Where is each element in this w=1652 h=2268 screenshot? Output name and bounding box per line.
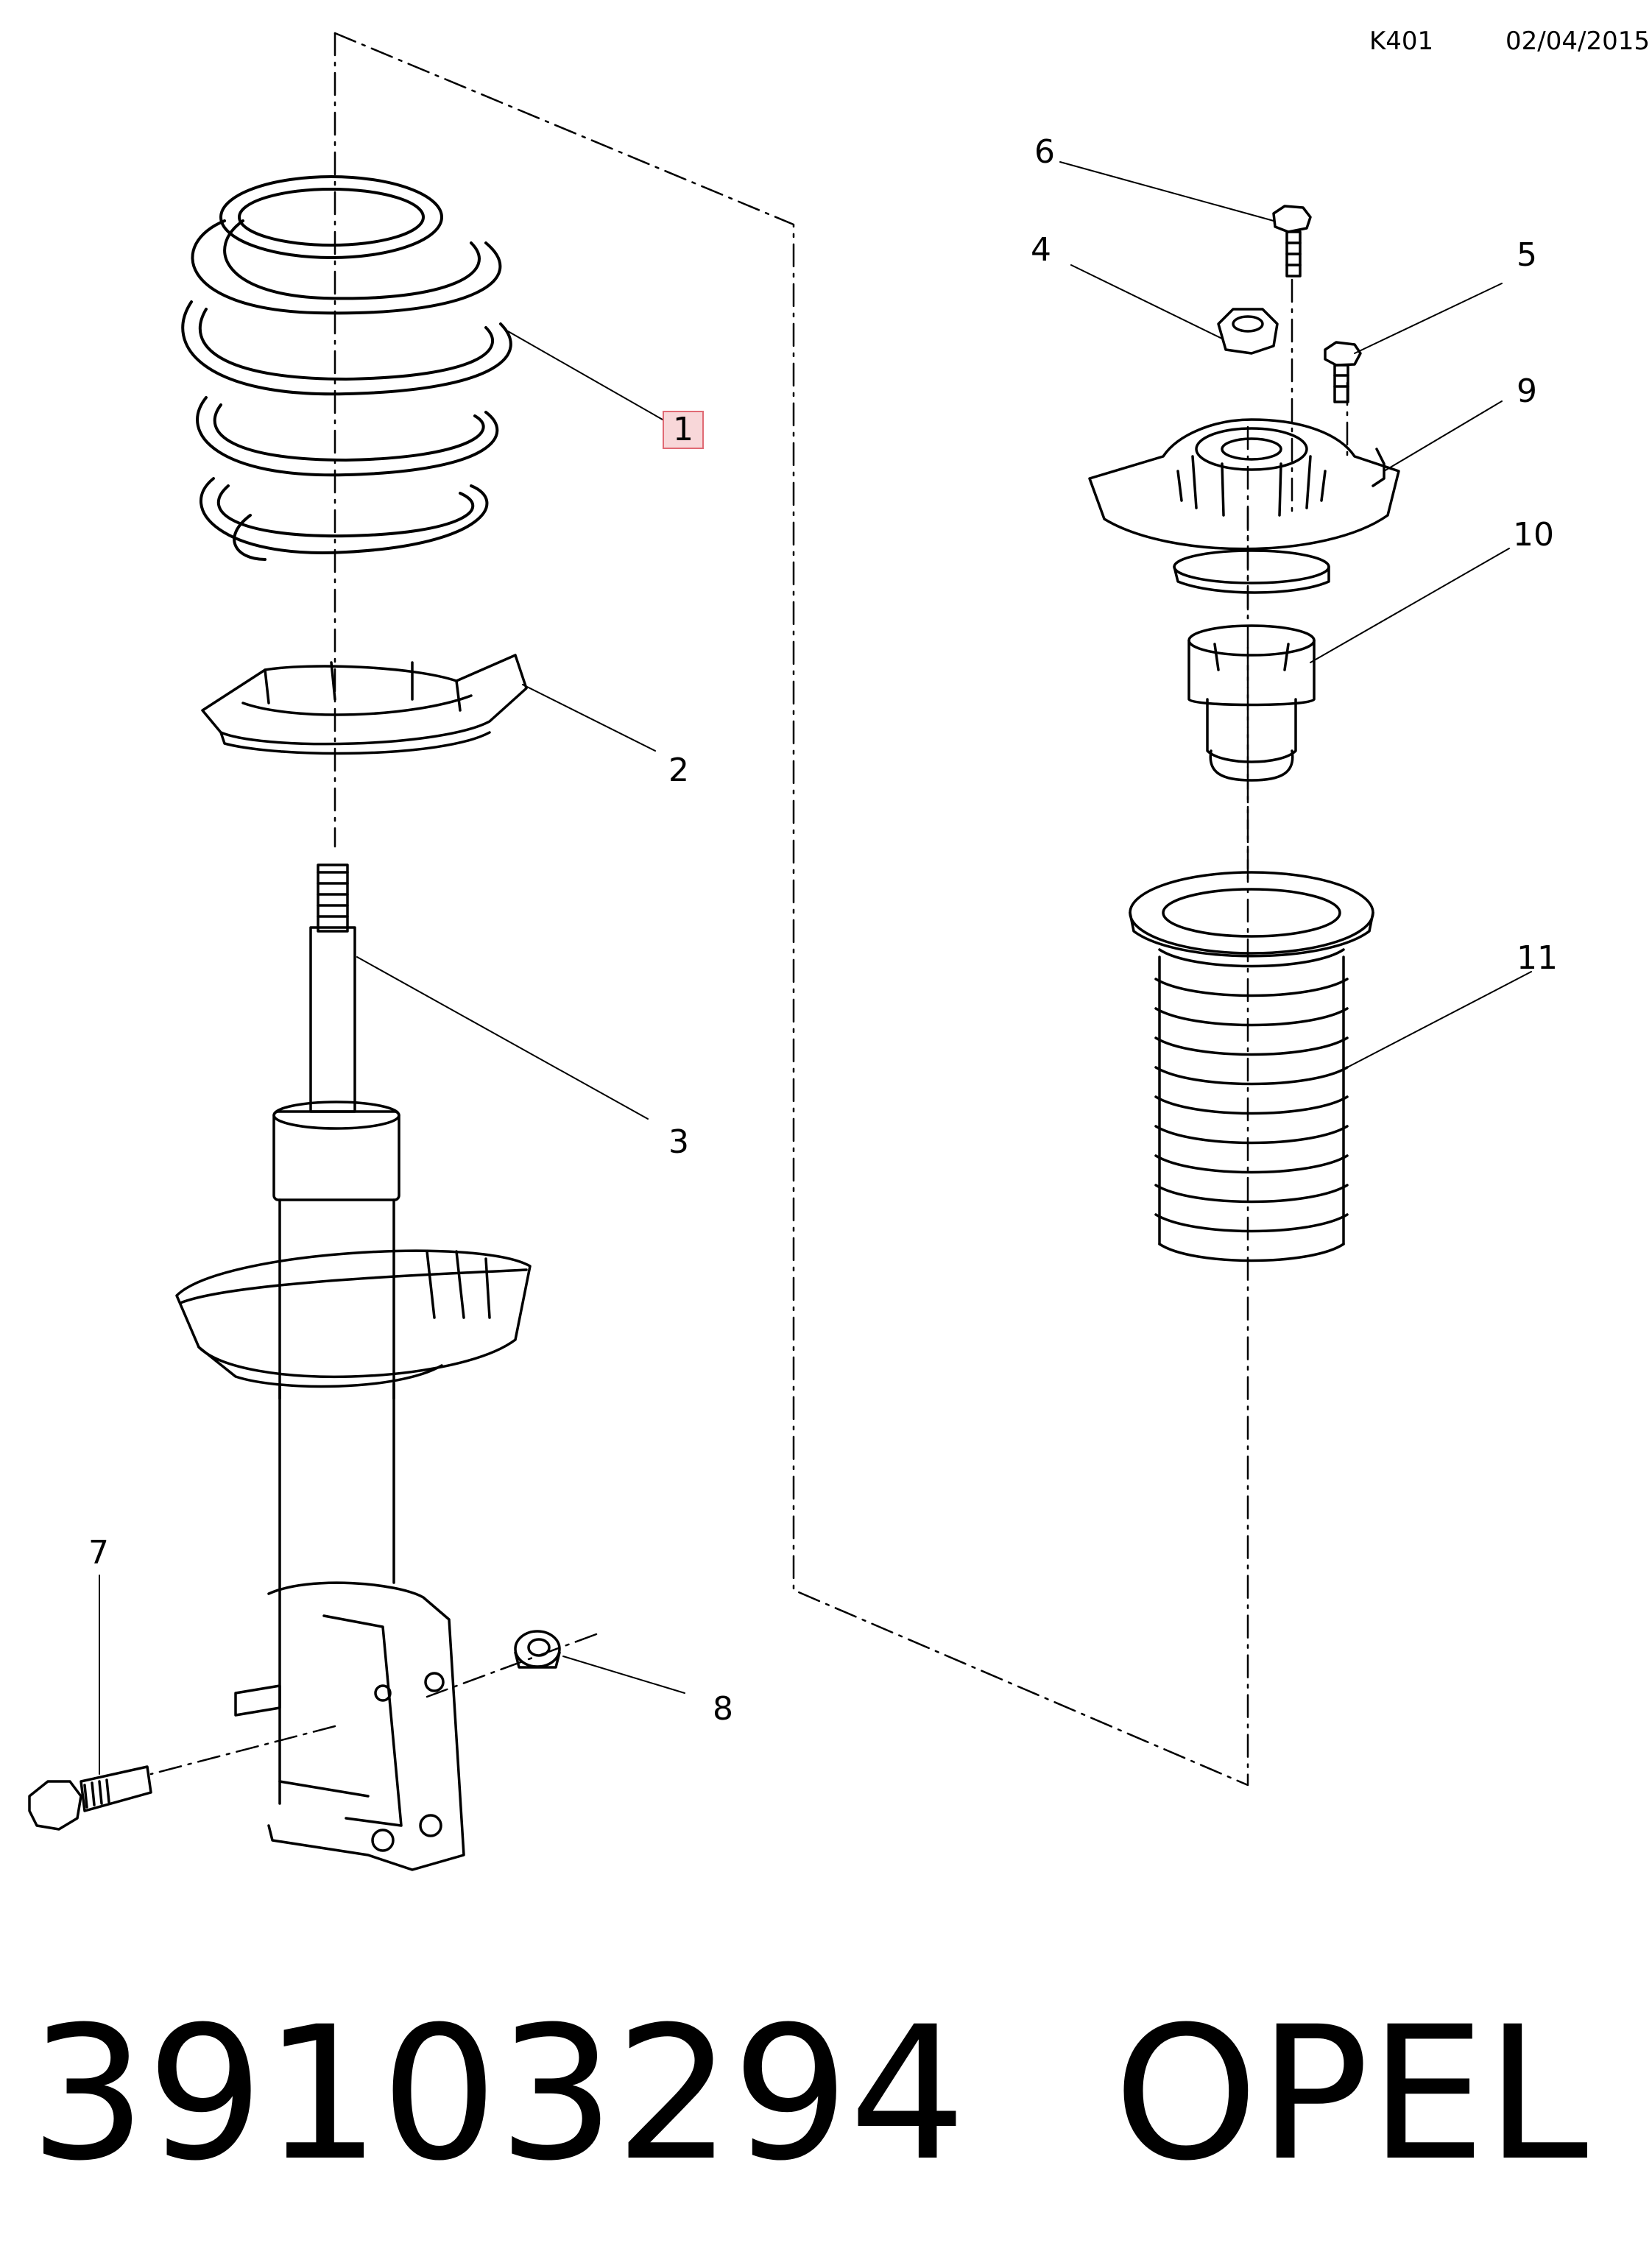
callout-6[interactable]: 6 [1034,133,1055,171]
callout-5[interactable]: 5 [1517,236,1537,274]
brand-name: OPEL [1113,1987,1589,2201]
mounting-bolt [28,1765,152,1831]
callout-8[interactable]: 8 [713,1690,733,1728]
callout-2[interactable]: 2 [668,752,689,789]
assembly-frame [149,32,1349,1787]
callout-11[interactable]: 11 [1517,939,1558,977]
upper-spring-seat [201,654,528,755]
leader-lines [99,161,1532,1775]
diagram-date: 02/04/2015 [1505,27,1650,56]
diagram-code: K401 [1369,27,1434,56]
bump-stop [1187,624,1316,782]
dust-boot [1129,871,1374,1262]
top-nut [1217,308,1279,355]
callout-9[interactable]: 9 [1517,372,1537,410]
part-number: 39103294 [29,1987,967,2201]
upper-screw [1272,205,1312,278]
callout-4[interactable]: 4 [1031,231,1051,269]
flange-nut [514,1630,561,1669]
callout-7[interactable]: 7 [88,1534,109,1572]
strut-assembly [175,863,532,1871]
callout-10[interactable]: 10 [1513,516,1554,554]
callout-1[interactable]: 1 [663,411,704,449]
side-bolt [1324,341,1362,403]
coil-spring [181,175,512,561]
strut-top-mount [1088,418,1400,594]
callout-3[interactable]: 3 [668,1123,689,1161]
